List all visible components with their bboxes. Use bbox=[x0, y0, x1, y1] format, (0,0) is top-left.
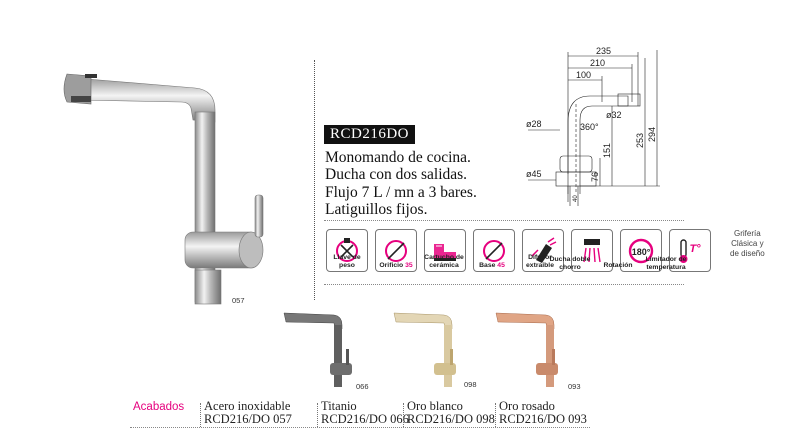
description-line: Latiguillos fijos. bbox=[325, 201, 428, 219]
dim-diameter-28: ø28 bbox=[526, 119, 542, 129]
dim-height-40: 40 bbox=[573, 195, 579, 202]
main-faucet-image bbox=[63, 73, 264, 305]
finish-divider bbox=[200, 403, 202, 427]
finish-image-label: 066 bbox=[356, 382, 369, 391]
feature-label-base: Base 45 bbox=[479, 262, 505, 269]
category-note: Grifería Clásica y de diseño bbox=[730, 229, 765, 258]
rotation-badge: 180° bbox=[632, 247, 651, 257]
description-line: Flujo 7 L / mn a 3 bares. bbox=[325, 183, 477, 201]
finish-divider bbox=[495, 403, 497, 427]
dim-height-76: 76 bbox=[590, 172, 600, 182]
description-line: Ducha con dos salidas. bbox=[325, 166, 468, 184]
dim-diameter-32: ø32 bbox=[606, 110, 622, 120]
rotation-icon: 180° bbox=[620, 229, 662, 272]
dim-diameter-45: ø45 bbox=[526, 169, 542, 179]
finish-name: Oro blanco bbox=[407, 399, 463, 413]
diameter-icon bbox=[473, 229, 515, 272]
finish-item: Titanio RCD216/DO 066 bbox=[321, 400, 409, 426]
feature-label-orificio: Orificio 35 bbox=[379, 262, 413, 269]
finishes-underline bbox=[130, 427, 590, 428]
dim-width-235: 235 bbox=[596, 46, 611, 56]
finish-ref: RCD216/DO 057 bbox=[204, 412, 292, 426]
description-line: Monomando de cocina. bbox=[325, 149, 471, 166]
finish-item: Oro rosado RCD216/DO 093 bbox=[499, 400, 587, 426]
dim-height-151: 151 bbox=[602, 143, 612, 158]
weight-lever-icon bbox=[326, 229, 368, 272]
divider-top bbox=[324, 220, 684, 221]
finish-ref: RCD216/DO 066 bbox=[321, 412, 409, 426]
dim-rotation: 360° bbox=[580, 122, 599, 132]
finishes-heading: Acabados bbox=[133, 401, 185, 413]
finish-ref: RCD216/DO 098 bbox=[407, 412, 495, 426]
finish-item: Oro blanco RCD216/DO 098 bbox=[407, 400, 495, 426]
finish-image-oro-rosado bbox=[495, 312, 558, 387]
model-code-label: RCD216DO bbox=[324, 125, 416, 144]
temperature-badge: T° bbox=[689, 243, 701, 255]
divider-vertical bbox=[314, 60, 316, 300]
double-jet-shower-icon bbox=[571, 229, 613, 272]
main-image-label: 057 bbox=[232, 296, 245, 305]
finish-divider bbox=[317, 403, 319, 427]
technical-drawing: 235 210 100 ø32 360° ø28 ø45 253 294 151… bbox=[526, 46, 660, 206]
feature-label-rotacion: Rotación bbox=[603, 262, 633, 269]
finish-image-titanio bbox=[283, 312, 352, 387]
finish-image-label: 098 bbox=[464, 380, 477, 389]
divider-bottom bbox=[324, 284, 684, 285]
diameter-icon bbox=[375, 229, 417, 272]
finish-image-oro-blanco bbox=[393, 312, 456, 387]
ceramic-cartridge-icon bbox=[424, 229, 466, 272]
product-description: Monomando de cocina. Ducha con dos salid… bbox=[325, 149, 477, 219]
dim-height-253: 253 bbox=[635, 133, 645, 148]
dim-width-100: 100 bbox=[576, 70, 591, 80]
finish-ref: RCD216/DO 093 bbox=[499, 412, 587, 426]
feature-icons: 180° T° bbox=[326, 229, 711, 272]
temperature-limiter-icon: T° bbox=[669, 229, 711, 272]
finish-image-label: 093 bbox=[568, 382, 581, 391]
finish-name: Acero inoxidable bbox=[204, 399, 291, 413]
extractable-diffuser-icon bbox=[522, 229, 564, 272]
dim-height-294: 294 bbox=[647, 127, 657, 142]
finish-name: Titanio bbox=[321, 399, 357, 413]
finish-item: Acero inoxidable RCD216/DO 057 bbox=[204, 400, 292, 426]
finish-name: Oro rosado bbox=[499, 399, 555, 413]
finish-divider bbox=[403, 403, 405, 427]
dim-width-210: 210 bbox=[590, 58, 605, 68]
